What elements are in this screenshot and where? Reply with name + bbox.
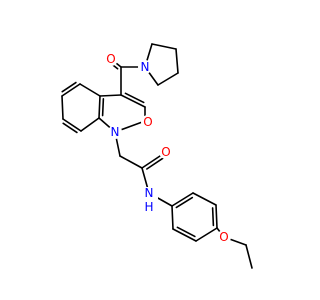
atom-n-pyrrolidine-label: N	[141, 60, 150, 74]
atom-nh-amide-label: N	[145, 186, 154, 200]
bond-pc-pd	[157, 72, 179, 86]
bond-r1-r2-double	[175, 196, 194, 209]
bond-c4-c3	[120, 94, 146, 108]
bond-c8a-c4a	[98, 95, 101, 119]
atom-o-quinolinone: O	[141, 115, 155, 129]
atom-o-amide-label: O	[161, 145, 170, 159]
bond-r2-r3	[192, 192, 217, 206]
bond-c4a-c4	[99, 94, 122, 97]
bond-pb-pc	[175, 48, 179, 74]
bond-b6-b7	[61, 95, 64, 120]
bond-cam-o3-double	[146, 156, 166, 170]
bond-c4a-b5	[79, 83, 101, 97]
bond-b7-b8	[62, 118, 82, 132]
bond-r3-r4-double	[211, 207, 215, 227]
bond-c4-c3-double	[124, 92, 145, 104]
bond-b5-b6	[61, 83, 81, 97]
bond-r5-r6-double	[176, 226, 196, 238]
atom-n-quinoline: N	[108, 125, 122, 139]
atom-o-amide: O	[159, 145, 173, 159]
bond-r4-r5	[195, 227, 218, 242]
atom-n-pyrrolidine: N	[138, 60, 152, 74]
bond-b7-b8-double	[62, 122, 78, 134]
molecule-drawing: O N O N O N H O	[61, 43, 253, 269]
bond-ch2-cam	[119, 155, 143, 169]
bond-r6-r1	[171, 205, 174, 230]
bond-ce1-ce2	[245, 244, 253, 269]
bond-r3-r4	[215, 204, 218, 229]
bond-c8a-c4a-double	[101, 97, 105, 117]
atom-nh-amide: N H	[141, 186, 158, 214]
atom-o-carbonyl-top: O	[104, 52, 118, 66]
atom-n-quinoline-label: N	[111, 125, 120, 139]
atom-o-ether-label: O	[219, 230, 228, 244]
bond-pa-pb	[151, 43, 177, 50]
atom-o-ether: O	[217, 230, 231, 244]
atom-o-carbonyl-top-label: O	[106, 52, 115, 66]
atom-label-layer: O N O N O N H O	[104, 52, 231, 244]
atom-h-amide-label: H	[144, 200, 153, 214]
bond-b5-b6-double	[61, 81, 77, 93]
atom-o-quinolinone-label: O	[143, 115, 152, 129]
bond-b8-c8a	[80, 117, 100, 132]
bond-r5-r6	[172, 228, 197, 242]
molecule-structure-canvas: O N O N O N H O	[61, 43, 253, 269]
bond-r1-r2	[171, 192, 194, 207]
